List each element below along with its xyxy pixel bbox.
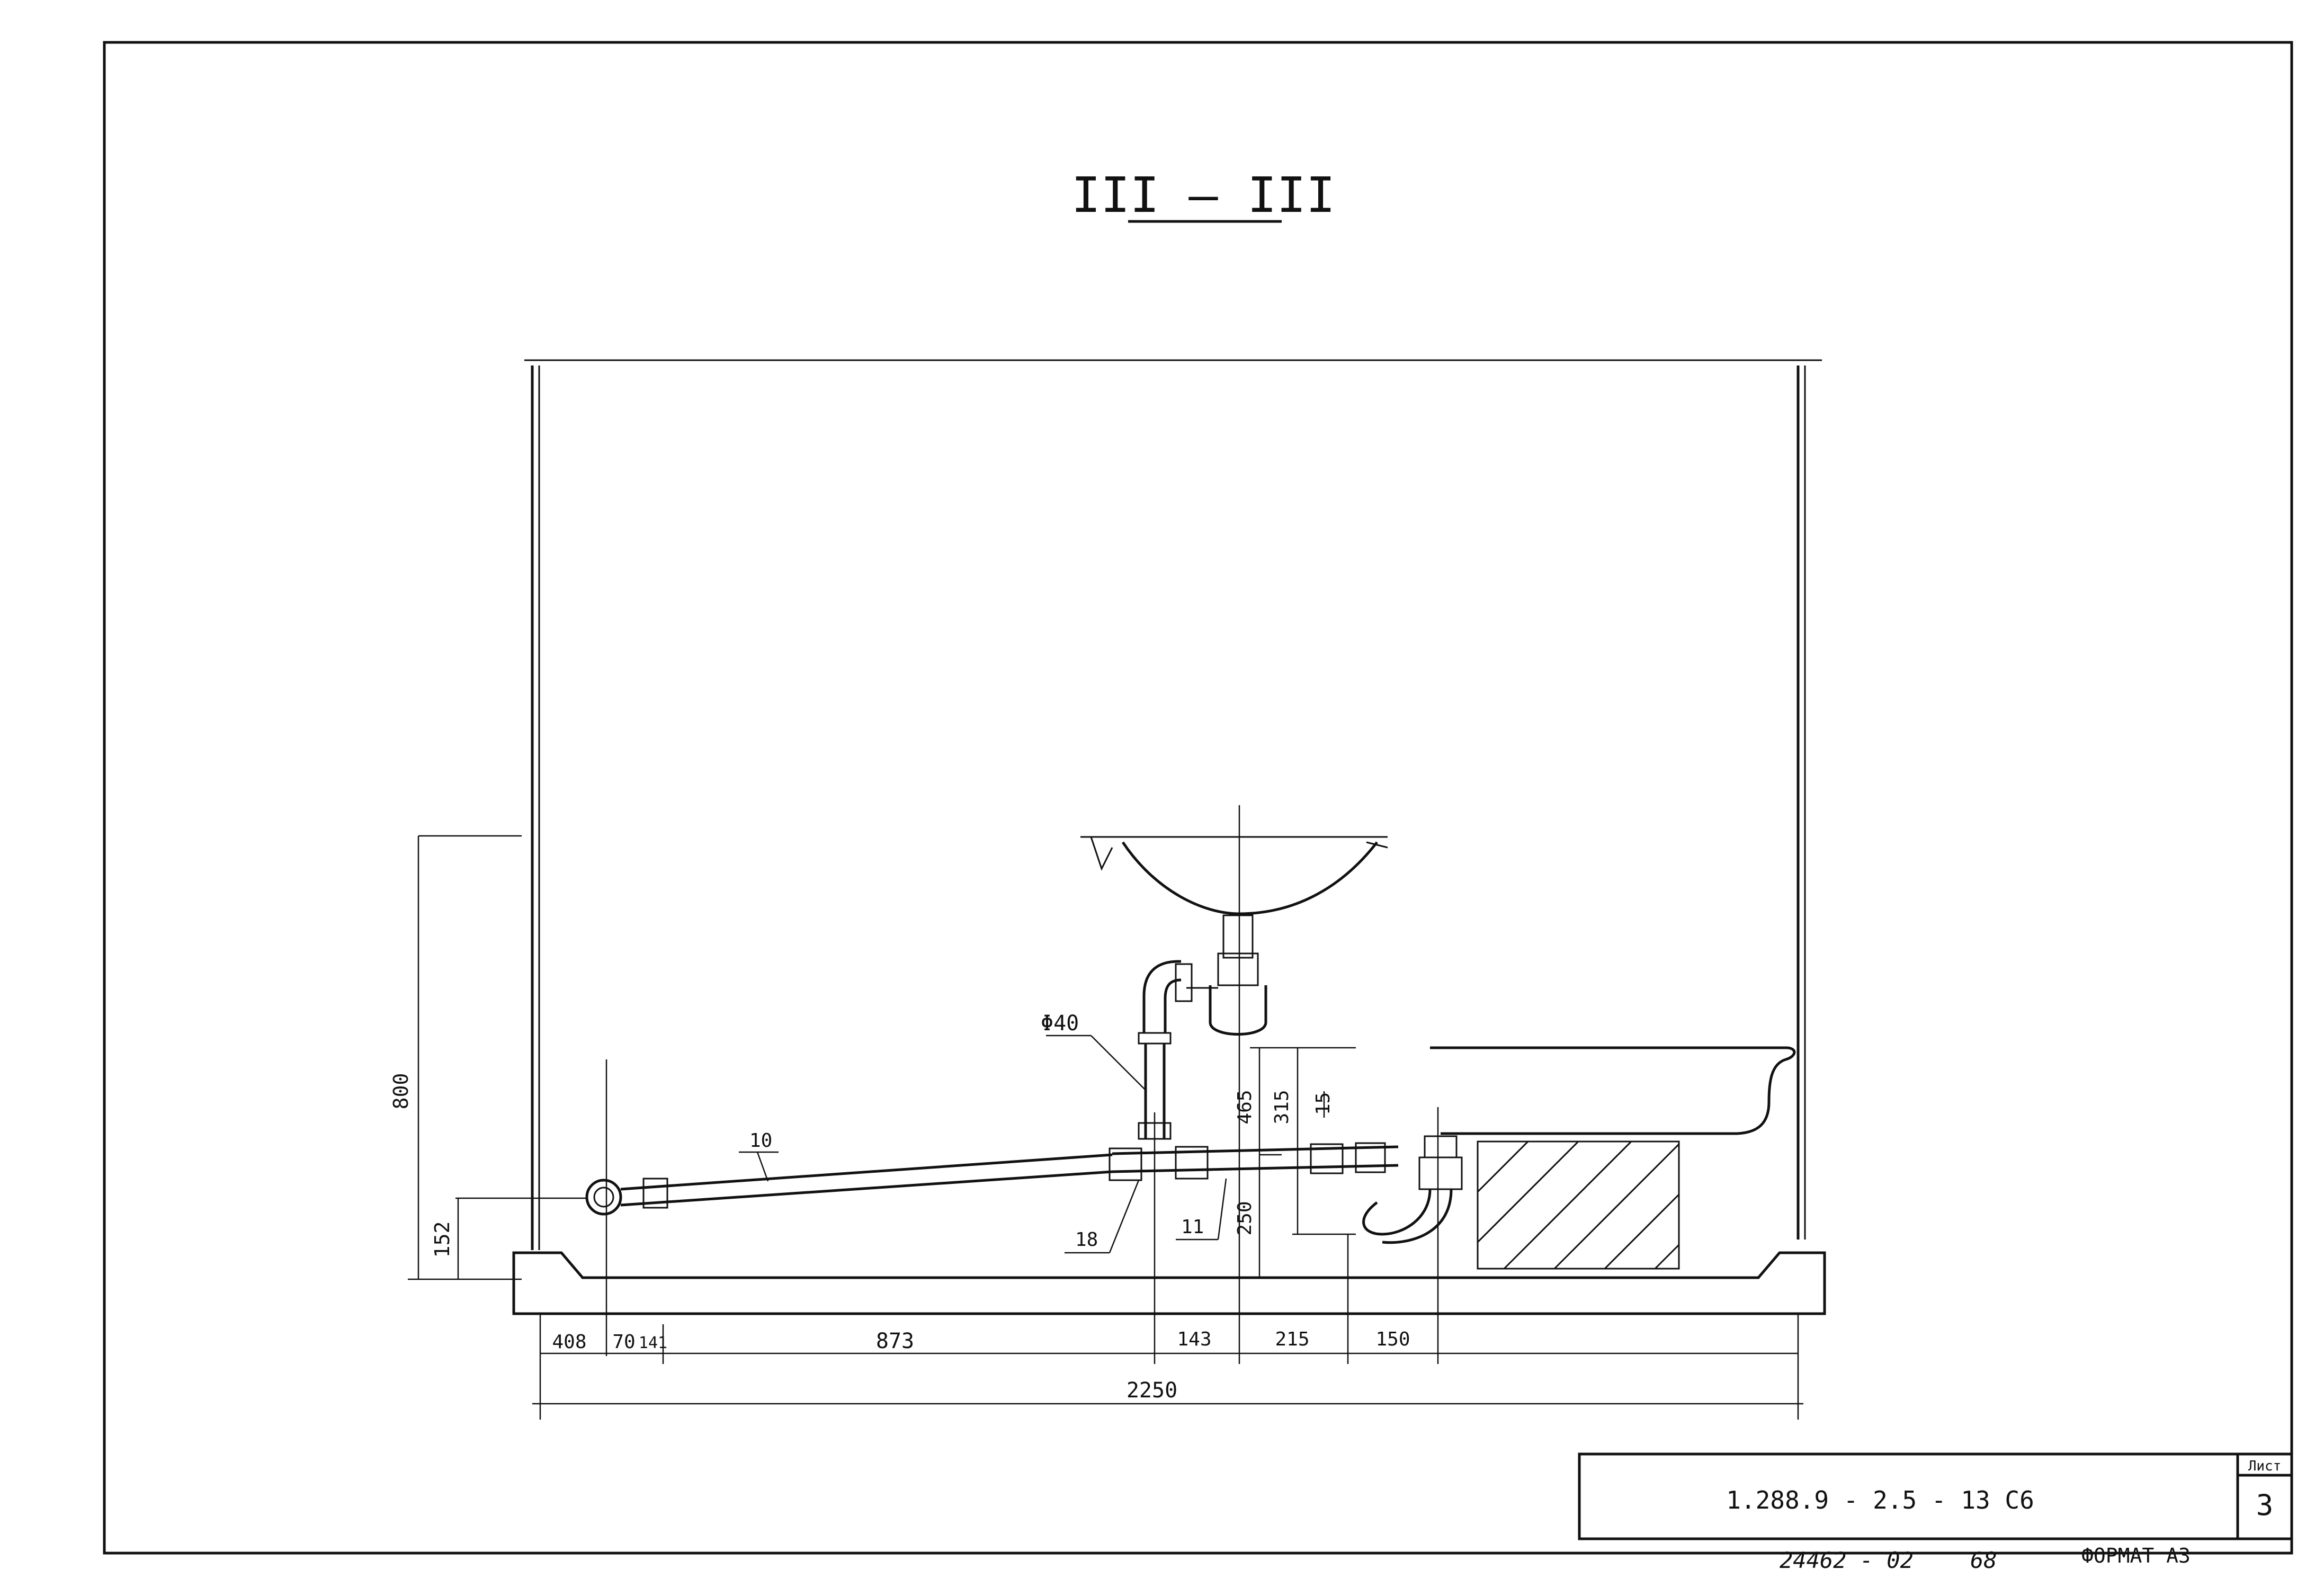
dim-143: 143 xyxy=(1177,1329,1211,1350)
dim-873: 873 xyxy=(876,1329,914,1353)
svg-text:15: 15 xyxy=(1312,1092,1334,1115)
callout-d40: Φ40 xyxy=(1041,1011,1147,1092)
handwritten-ref: 24462 - 02 xyxy=(1780,1547,1914,1573)
dim-152: 152 xyxy=(431,1222,454,1258)
floor-slab xyxy=(512,1251,1826,1315)
handwritten-num: 68 xyxy=(1970,1547,1997,1573)
callout-11: 11 xyxy=(1176,1178,1227,1241)
svg-text:11: 11 xyxy=(1181,1216,1204,1238)
dim-315: 315 xyxy=(1271,1090,1293,1124)
washbasin xyxy=(1080,836,1388,915)
bathtub-support-hatch xyxy=(1477,1140,1680,1270)
svg-text:10: 10 xyxy=(749,1130,772,1152)
dim-2250: 2250 xyxy=(1127,1378,1177,1403)
dim-215: 215 xyxy=(1275,1329,1309,1350)
callout-15: 15 xyxy=(1312,1091,1334,1118)
dim-141: 141 xyxy=(639,1334,667,1352)
bathtub xyxy=(1430,1046,1796,1135)
section-title: III – III xyxy=(1071,167,1336,224)
sheet-label: Лист xyxy=(2248,1458,2282,1474)
title-block xyxy=(1578,1452,2293,1540)
sheet-frame xyxy=(103,41,2293,1555)
dim-465: 465 xyxy=(1234,1090,1256,1124)
title-block-code: 1.288.9 - 2.5 - 13 С6 xyxy=(1726,1486,2034,1514)
callout-18: 18 xyxy=(1065,1180,1140,1254)
sheet-number: 3 xyxy=(2256,1488,2274,1522)
svg-text:18: 18 xyxy=(1075,1229,1098,1251)
dim-250: 250 xyxy=(1234,1201,1256,1235)
dim-150: 150 xyxy=(1375,1329,1410,1350)
washbasin-siphon xyxy=(1175,914,1267,1036)
dim-70: 70 xyxy=(612,1331,635,1353)
svg-text:Φ40: Φ40 xyxy=(1041,1011,1079,1036)
dim-800: 800 xyxy=(389,1073,413,1110)
bathtub-siphon xyxy=(1362,1135,1463,1244)
dim-408: 408 xyxy=(552,1331,586,1353)
riser-pipe xyxy=(1138,960,1182,1140)
format-label: ФОРМАТ А3 xyxy=(2081,1544,2191,1567)
callout-10: 10 xyxy=(739,1130,779,1182)
drain-pipe xyxy=(585,1142,1399,1216)
